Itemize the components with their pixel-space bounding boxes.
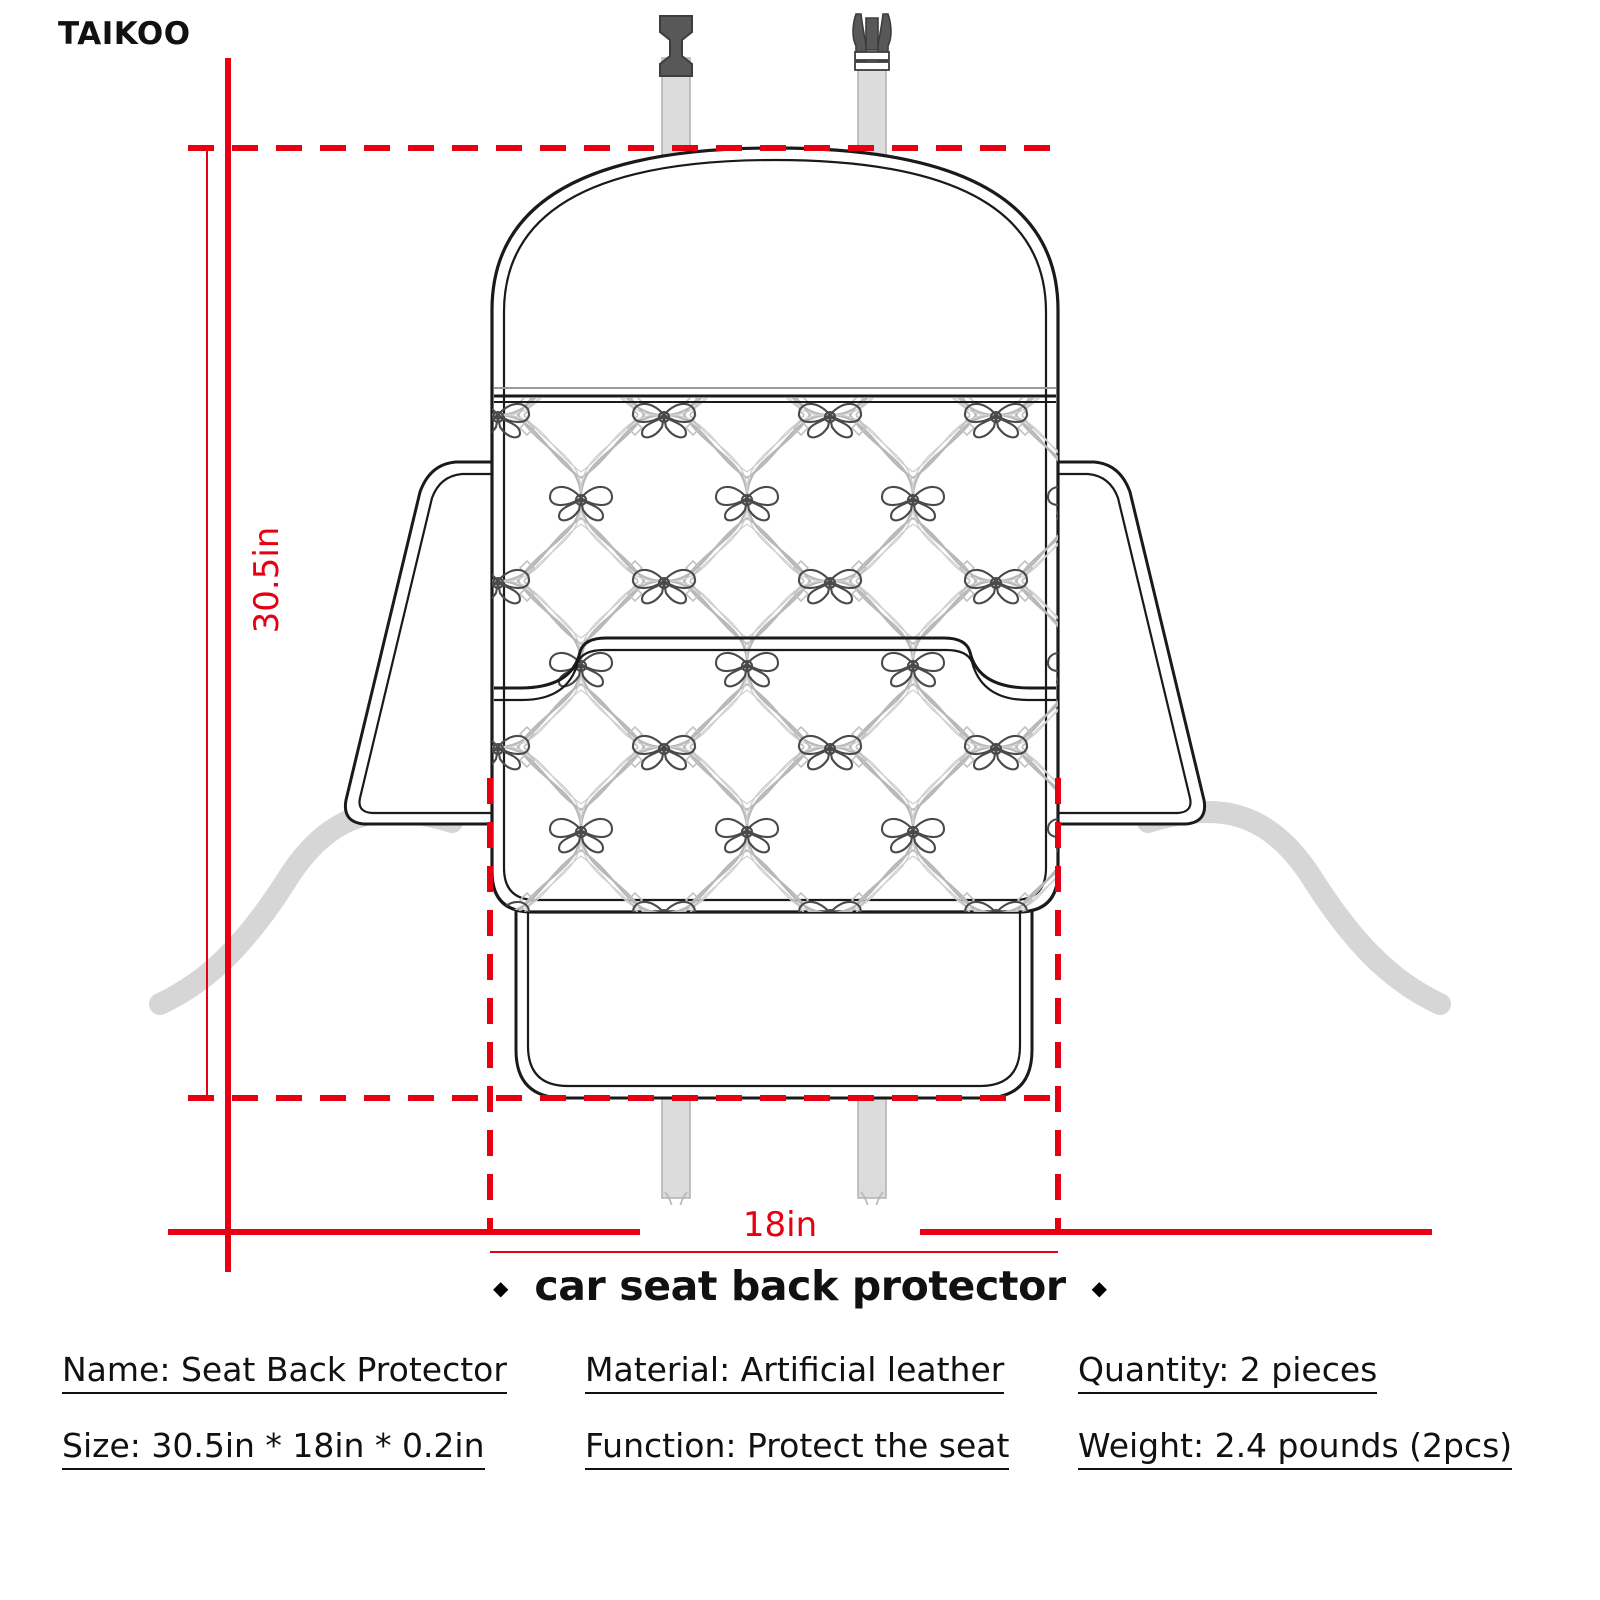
- spec-name: Name: Seat Back Protector: [62, 1351, 507, 1394]
- diamond-left-icon: ◆: [492, 1276, 509, 1300]
- left-side-wing: [343, 460, 492, 826]
- brand-logo: TAIKOO: [58, 16, 191, 52]
- spec-weight: Weight: 2.4 pounds (2pcs): [1078, 1427, 1513, 1470]
- spec-column-2: Material: Artificial leather Function: P…: [585, 1351, 1025, 1470]
- spec-quantity: Quantity: 2 pieces: [1078, 1351, 1378, 1394]
- spec-size: Size: 30.5in * 18in * 0.2in: [62, 1427, 485, 1470]
- bottom-strap-right: [857, 1097, 887, 1213]
- spec-column-3: Quantity: 2 pieces Weight: 2.4 pounds (2…: [1078, 1351, 1538, 1470]
- left-elastic-strap: [149, 801, 463, 1015]
- spec-table: Name: Seat Back Protector Size: 30.5in *…: [0, 1351, 1600, 1470]
- spec-function: Function: Protect the seat: [585, 1427, 1010, 1470]
- width-dimension-label: 18in: [640, 1205, 920, 1245]
- bottom-strap-left: [661, 1097, 691, 1213]
- quilted-panel: [492, 398, 1058, 912]
- diamond-right-icon: ◆: [1091, 1276, 1108, 1300]
- product-title-row: ◆ car seat back protector ◆: [0, 1262, 1600, 1310]
- upper-pocket-seam: [494, 387, 1056, 403]
- pocket-divider: [494, 636, 1056, 702]
- product-title: car seat back protector: [534, 1262, 1066, 1310]
- product-diagram: [149, 13, 1451, 1272]
- spec-column-1: Name: Seat Back Protector Size: 30.5in *…: [62, 1351, 532, 1470]
- buckle-socket-icon: [659, 15, 693, 77]
- right-elastic-strap: [1137, 801, 1451, 1015]
- height-dimension-label: 30.5in: [247, 526, 287, 634]
- right-side-wing: [1058, 460, 1207, 826]
- spec-material: Material: Artificial leather: [585, 1351, 1005, 1394]
- buckle-prong-icon: [852, 13, 892, 71]
